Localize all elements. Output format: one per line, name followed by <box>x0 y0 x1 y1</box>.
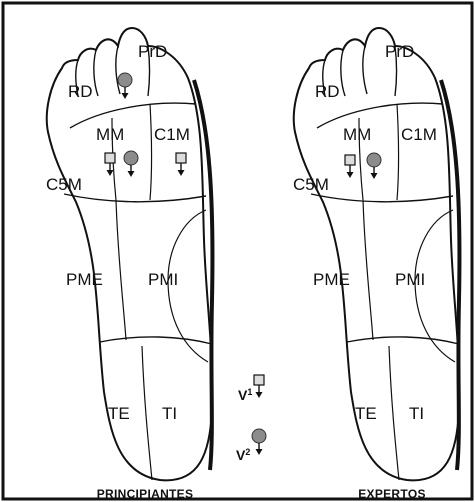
caption-principiantes: PRINCIPIANTES <box>97 487 194 501</box>
zone-label-prd: PrD <box>385 42 414 61</box>
square-down-arrow-icon <box>254 375 264 398</box>
legend: V1 V2 <box>236 375 266 463</box>
zone-label-pmi: PMI <box>148 270 178 289</box>
zone-label-rd: RD <box>68 82 93 101</box>
zone-label-c5m: C5M <box>293 175 329 194</box>
zone-label-prd: PrD <box>138 42 167 61</box>
foot-expertos: PrD RD MM C1M C5M PME PMI TE TI EXPERTOS <box>293 28 459 501</box>
zone-label-pme: PME <box>66 270 103 289</box>
circle-down-arrow-icon <box>252 429 266 455</box>
legend-label-v2: V2 <box>236 447 250 463</box>
caption-expertos: EXPERTOS <box>358 487 426 501</box>
zone-label-c1m: C1M <box>154 125 190 144</box>
zone-label-mm: MM <box>96 125 124 144</box>
legend-item-v2: V2 <box>236 429 266 463</box>
zone-label-rd: RD <box>315 82 340 101</box>
zone-label-ti: TI <box>409 404 424 423</box>
zone-label-c5m: C5M <box>46 175 82 194</box>
zone-label-pme: PME <box>313 270 350 289</box>
legend-item-v1: V1 <box>238 375 264 403</box>
zone-label-ti: TI <box>162 404 177 423</box>
zone-label-te: TE <box>108 404 130 423</box>
legend-label-v1: V1 <box>238 387 252 403</box>
zone-label-mm: MM <box>343 125 371 144</box>
zone-label-pmi: PMI <box>395 270 425 289</box>
zone-label-c1m: C1M <box>401 125 437 144</box>
foot-principiantes: PrD RD MM C1M C5M PME PMI TE TI PRINCIPI… <box>46 28 212 501</box>
zone-label-te: TE <box>355 404 377 423</box>
